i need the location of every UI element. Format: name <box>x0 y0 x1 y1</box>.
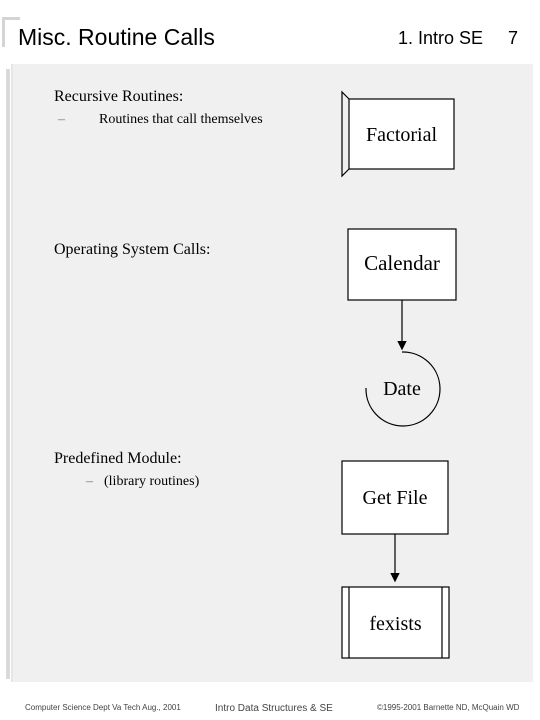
predefined-module-bullet: (library routines) <box>104 474 200 489</box>
calendar-box: Calendar <box>347 228 457 301</box>
panel-edge-outer <box>6 69 10 679</box>
title-corner-vertical <box>2 17 5 47</box>
course-label: 1. Intro SE <box>398 28 484 48</box>
footer-left: Computer Science Dept Va Tech Aug., 2001 <box>25 703 181 712</box>
slide-title: Misc. Routine Calls <box>18 24 215 50</box>
fexists-label: fexists <box>369 613 421 635</box>
recursive-routines-bullet: Routines that call themselves <box>99 112 263 127</box>
get-file-box: Get File <box>341 460 449 535</box>
calendar-label: Calendar <box>364 251 440 275</box>
date-circle: Date <box>365 351 441 427</box>
footer-right: ©1995-2001 Barnette ND, McQuain WD <box>377 703 520 712</box>
factorial-box: Factorial <box>341 90 455 178</box>
bullet-dash: – <box>58 112 65 127</box>
title-corner-horizontal <box>2 17 20 20</box>
recursive-routines-heading: Recursive Routines: <box>54 88 184 105</box>
factorial-label: Factorial <box>366 124 438 146</box>
os-calls-heading: Operating System Calls: <box>54 241 211 258</box>
predefined-module-heading: Predefined Module: <box>54 450 182 467</box>
get-file-label: Get File <box>363 487 428 509</box>
bullet-dash: – <box>86 474 93 489</box>
page-number: 7 <box>508 28 519 48</box>
date-label: Date <box>383 378 421 400</box>
footer-center: Intro Data Structures & SE <box>215 703 333 714</box>
fexists-box: fexists <box>341 586 450 659</box>
panel-edge-inner <box>11 64 13 682</box>
